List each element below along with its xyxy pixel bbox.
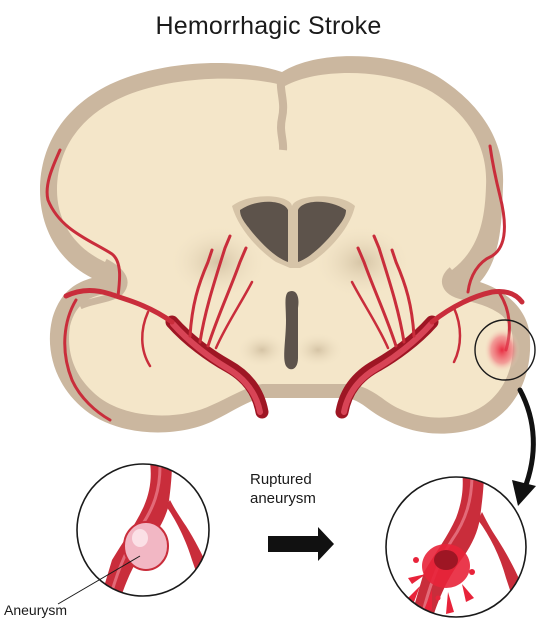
ruptured-label-line1: Ruptured (250, 470, 350, 489)
brain-cross-section (40, 56, 530, 434)
thalamus-shading-left (236, 332, 288, 368)
zoom-arrow (520, 390, 533, 490)
ruptured-aneurysm-label: Ruptured aneurysm (250, 470, 350, 508)
aneurysm-zoom-view (58, 462, 220, 604)
rupture-arrow (268, 527, 334, 561)
third-ventricle (284, 291, 298, 369)
zoom-arrow-head (512, 480, 536, 506)
aneurysm-sac (124, 522, 168, 570)
ruptured-sac-core (434, 550, 458, 570)
aneurysm-label: Aneurysm (4, 601, 67, 620)
aneurysm-sac-highlight (132, 529, 148, 547)
ruptured-label-line2: aneurysm (250, 489, 350, 508)
ruptured-zoom-view (386, 470, 534, 620)
thalamus-shading-right (292, 332, 344, 368)
longitudinal-fissure (281, 74, 283, 150)
hemorrhage-site (484, 328, 520, 372)
